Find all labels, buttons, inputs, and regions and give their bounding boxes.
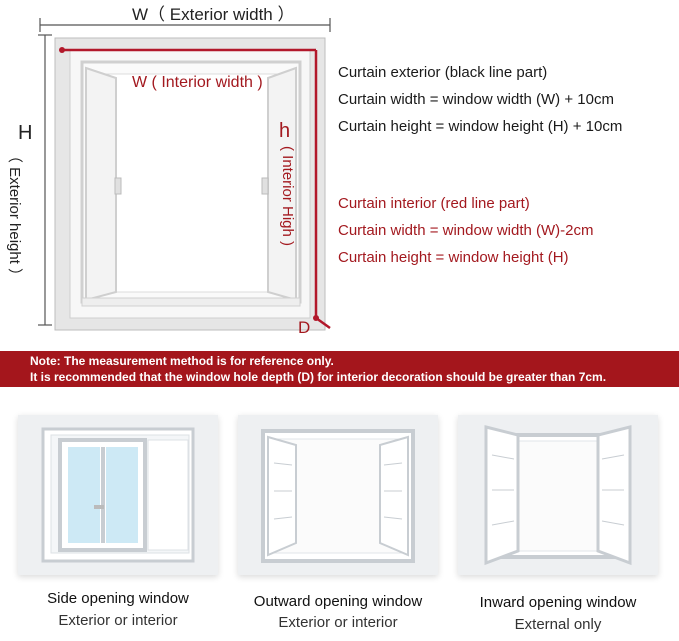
window-type-mounting: External only [514,616,602,633]
exterior-height-letter: H [18,122,33,144]
banner-line-1: Note: The measurement method is for refe… [30,354,334,368]
exterior-width-label: W（ Exterior width ） [132,5,295,24]
left-sash [85,66,117,302]
window-type-name: Side opening window [47,590,189,607]
exterior-notes-title: Curtain exterior (black line part) [338,64,548,81]
depth-label: D [298,318,311,337]
interior-height-letter: h [279,120,291,142]
measurement-diagram [38,18,331,331]
window-type-mounting: Exterior or interior [58,612,178,629]
note-banner: Note: The measurement method is for refe… [0,351,679,387]
interior-width-label: W ( Interior width ) [132,74,263,91]
window-type-mounting: Exterior or interior [278,614,398,631]
exterior-height-rule: Curtain height = window height (H) + 10c… [338,118,623,135]
outward-opening-window-card [238,415,438,575]
inward-opening-window-card [458,415,658,575]
window-type-name: Outward opening window [253,593,423,610]
interior-height-label: ( Interior High ) [279,146,296,247]
right-sash [267,66,297,302]
side-opening-window-illustration [41,427,195,563]
exterior-width-rule: Curtain width = window width (W) + 10cm [338,91,614,108]
banner-line-2: It is recommended that the window hole d… [30,370,607,384]
interior-notes-title: Curtain interior (red line part) [338,195,530,212]
inward-opening-window-illustration [484,425,632,566]
window-type-name: Inward opening window [479,594,637,611]
interior-width-rule: Curtain width = window width (W)-2cm [338,222,594,239]
outward-opening-window-illustration [261,429,415,563]
side-opening-window-card [18,415,218,575]
exterior-height-label: （ Exterior height ） [6,148,23,284]
interior-height-rule: Curtain height = window height (H) [338,249,569,266]
